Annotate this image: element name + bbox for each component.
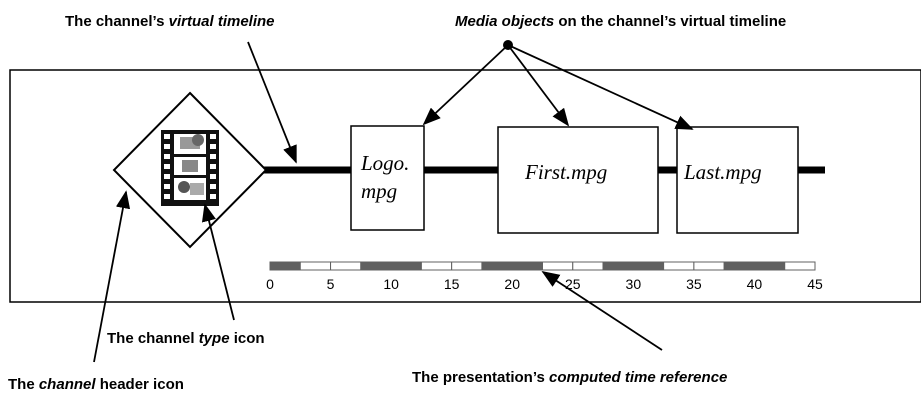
ruler-segment: [753, 261, 786, 271]
ruler-tick-label: 40: [747, 276, 763, 292]
media-object-logo-line2: mpg: [361, 179, 397, 203]
ruler-segment: [511, 261, 544, 271]
ruler-tick-label: 35: [686, 276, 702, 292]
ruler-segment: [663, 261, 695, 271]
header-icon-label: The channel header icon: [8, 376, 184, 393]
ruler-tick-label: 20: [504, 276, 520, 292]
ruler-segment: [451, 261, 483, 271]
ruler-segment: [784, 261, 816, 271]
type-icon-label: The channel type icon: [107, 330, 265, 347]
ruler-tick-label: 5: [327, 276, 335, 292]
media-object-logo[interactable]: [350, 125, 425, 231]
ruler-segment: [542, 261, 574, 271]
arrow-time-reference: [541, 271, 663, 351]
ruler-segment: [602, 261, 634, 271]
ruler-tick-label: 0: [266, 276, 274, 292]
ruler-segment: [390, 261, 422, 271]
ruler-tick-label: 15: [444, 276, 460, 292]
ruler-segment: [360, 261, 392, 271]
ruler-segment: [572, 261, 604, 271]
ruler-segment: [299, 261, 332, 271]
ruler-segment: [420, 261, 453, 271]
ruler-segment: [330, 261, 362, 271]
ruler-segment: [693, 261, 725, 271]
computed-time-reference: [269, 261, 816, 271]
arrow-header-icon: [93, 190, 131, 363]
ruler-tick-label: 25: [565, 276, 581, 292]
time-reference-tick-labels: 0 5 10 15 20 25 30 35 40 45: [266, 276, 823, 292]
media-object-last[interactable]: [676, 126, 799, 234]
arrow-virtual-timeline: [247, 41, 297, 164]
arrow-media-last: [507, 44, 694, 130]
virtual-timeline-label: The channel’s virtual timeline: [65, 13, 275, 30]
ruler-segment: [269, 261, 301, 271]
ruler-segment: [632, 261, 665, 271]
media-object-last-label: Last.mpg: [683, 160, 762, 184]
ruler-segment: [481, 261, 513, 271]
time-reference-label: The presentation’s computed time referen…: [412, 369, 727, 386]
arrow-media-first: [507, 44, 570, 127]
ruler-tick-label: 45: [807, 276, 823, 292]
arrow-type-icon: [201, 203, 235, 321]
ruler-tick-label: 30: [626, 276, 642, 292]
film-strip-icon[interactable]: [161, 130, 219, 206]
media-object-first[interactable]: [497, 126, 659, 234]
media-object-logo-line1: Logo.: [360, 151, 409, 175]
media-object-first-label: First.mpg: [524, 160, 607, 184]
arrow-media-logo: [422, 44, 509, 126]
media-objects-label: Media objects on the channel’s virtual t…: [455, 13, 786, 30]
ruler-tick-label: 10: [383, 276, 399, 292]
ruler-segment: [723, 261, 755, 271]
